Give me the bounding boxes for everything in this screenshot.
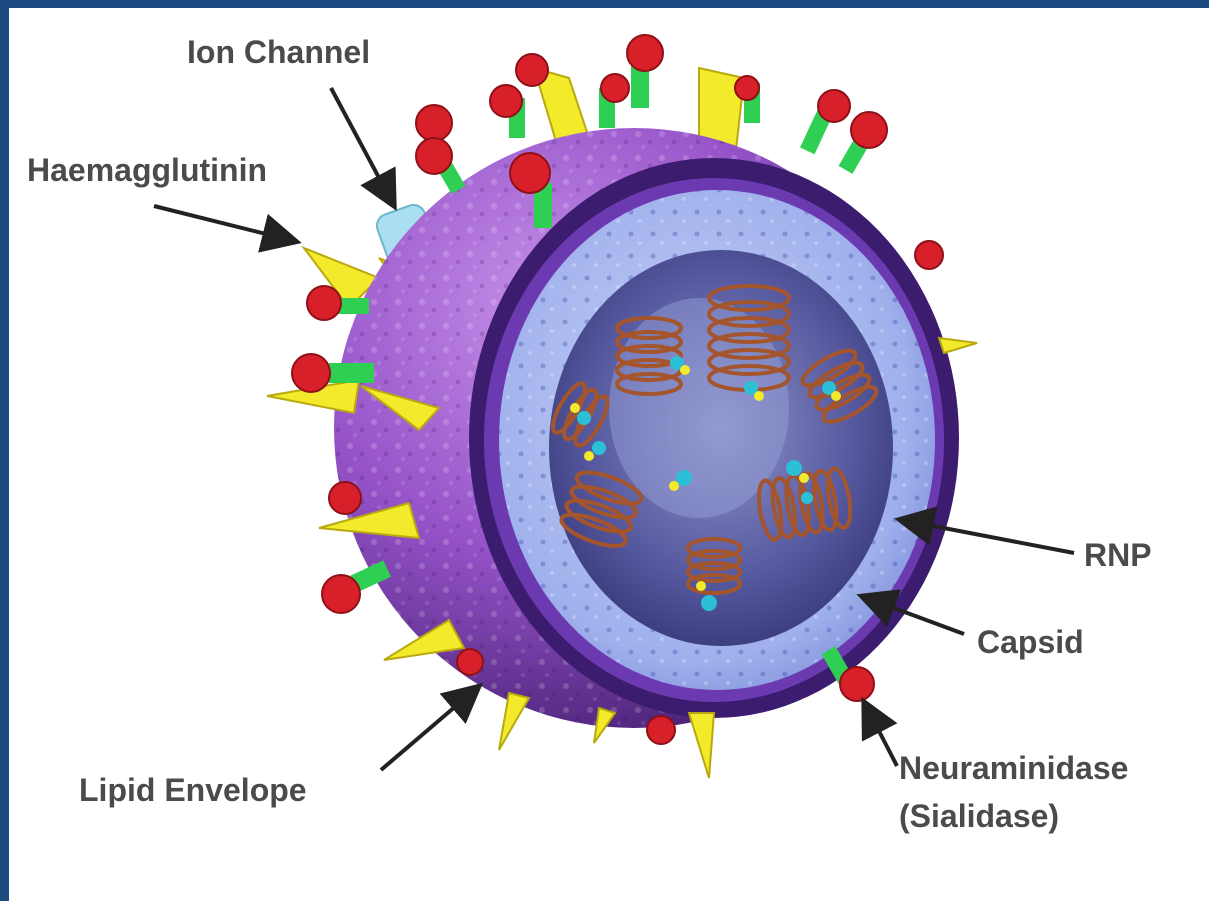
arrow-haemagglutinin (154, 206, 294, 241)
arrow-ion-channel (331, 88, 393, 204)
label-sialidase: (Sialidase) (899, 796, 1059, 836)
label-haemagglutinin: Haemagglutinin (27, 150, 267, 190)
label-neuraminidase: Neuraminidase (899, 748, 1128, 788)
label-lipid-envelope: Lipid Envelope (79, 770, 307, 810)
arrow-lipid-envelope (381, 688, 477, 770)
label-rnp: RNP (1084, 535, 1152, 575)
label-capsid: Capsid (977, 622, 1084, 662)
label-ion-channel: Ion Channel (187, 32, 370, 72)
diagram-canvas: Ion Channel Haemagglutinin RNP Capsid Li… (9, 8, 1209, 901)
arrow-neuraminidase (865, 704, 897, 766)
